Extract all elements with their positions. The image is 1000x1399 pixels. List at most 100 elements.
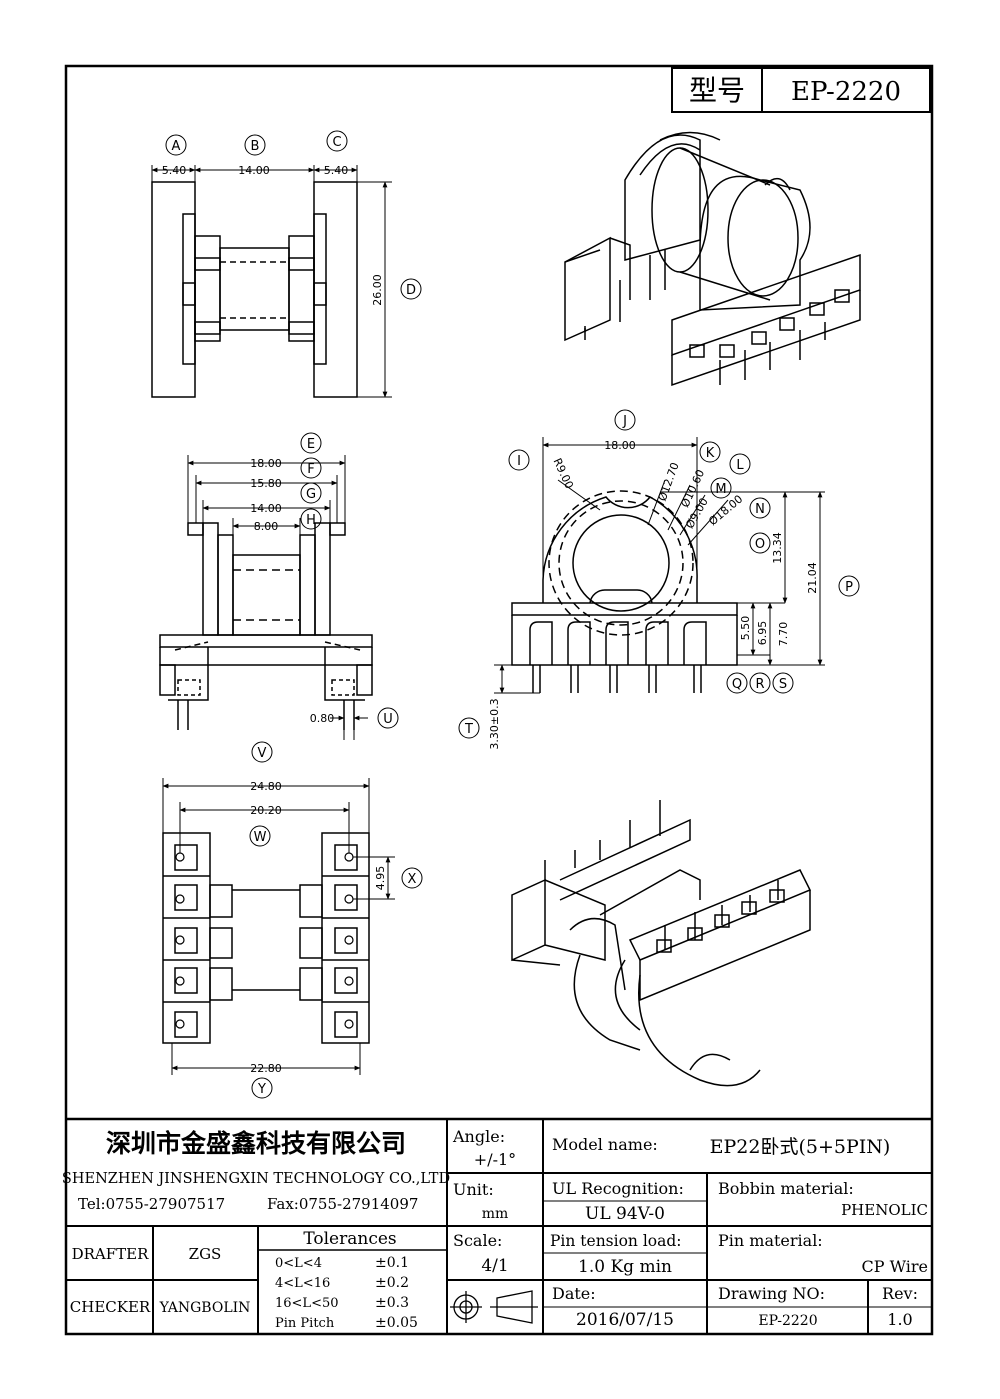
tolerance-value-3: ±0.3: [375, 1295, 409, 1311]
dim-b: 14.00: [238, 164, 270, 177]
tolerance-value-4: ±0.05: [375, 1315, 418, 1331]
callout-u: U: [377, 707, 399, 729]
dim-q: 5.50: [739, 616, 752, 641]
dim-u: 0.80: [310, 712, 335, 725]
dim-k: Ø12.70: [656, 461, 682, 503]
tolerance-value-2: ±0.2: [375, 1275, 409, 1291]
scale-value: 4/1: [481, 1256, 508, 1276]
svg-text:C: C: [332, 135, 341, 150]
date-label: Date:: [552, 1284, 596, 1303]
svg-text:P: P: [845, 580, 853, 595]
callout-c: C: [326, 130, 348, 152]
bobbin-material-value: PHENOLIC: [841, 1201, 928, 1219]
isometric-view-bottom: [511, 800, 812, 1087]
svg-text:X: X: [408, 872, 417, 887]
svg-text:N: N: [755, 502, 765, 517]
svg-text:R: R: [755, 677, 764, 692]
front-view-middle-left: [159, 522, 373, 730]
callout-t: T: [458, 717, 480, 739]
dim-n: Ø18.00: [706, 492, 745, 528]
svg-text:O: O: [755, 537, 765, 552]
callout-x: X: [401, 867, 423, 889]
dim-o: 13.34: [771, 532, 784, 564]
rev-label: Rev:: [882, 1284, 918, 1303]
svg-text:S: S: [779, 677, 787, 692]
callout-o: O: [749, 532, 771, 554]
dim-i-radius: R9.00: [550, 456, 575, 491]
angle-value: +/-1°: [474, 1150, 516, 1169]
sheet-border: [64, 64, 934, 1336]
drafter-label: DRAFTER: [72, 1245, 150, 1263]
model-header-value: EP-2220: [791, 77, 901, 107]
callout-n: N: [749, 497, 771, 519]
dim-f: 15.80: [250, 477, 282, 490]
dim-d: 26.00: [371, 274, 384, 306]
pin-tension-value: 1.0 Kg min: [578, 1257, 672, 1277]
svg-text:B: B: [251, 139, 260, 154]
company-name-en: SHENZHEN JINSHENGXIN TECHNOLOGY CO.,LTD: [62, 1171, 450, 1187]
callout-d: D: [400, 278, 422, 300]
front-view-dimensions: [187, 455, 368, 740]
dim-r: 6.95: [756, 621, 769, 646]
callout-w: W: [249, 825, 271, 847]
callout-e: E: [300, 432, 322, 454]
scale-label: Scale:: [453, 1231, 502, 1250]
callout-j: J: [614, 409, 636, 431]
callout-l: L: [729, 453, 751, 475]
unit-value: mm: [482, 1206, 509, 1222]
svg-text:U: U: [383, 712, 393, 727]
isometric-view-top: [564, 131, 861, 387]
end-view-dimensions: [494, 437, 825, 694]
svg-text:E: E: [307, 437, 315, 452]
svg-text:T: T: [464, 722, 473, 737]
side-view-top-left: [151, 181, 358, 398]
bottom-view-bottom-left: [162, 832, 370, 1044]
svg-text:M: M: [715, 482, 726, 497]
svg-text:A: A: [172, 139, 181, 154]
callout-i: I: [508, 449, 530, 471]
model-name-label: Model name:: [552, 1135, 658, 1154]
callout-b: B: [244, 134, 266, 156]
svg-text:Q: Q: [732, 677, 742, 692]
bottom-view-dimensions: [162, 778, 395, 1075]
dim-g: 14.00: [250, 502, 282, 515]
svg-text:Y: Y: [257, 1082, 266, 1097]
callout-k: K: [699, 441, 721, 463]
callout-p: P: [838, 575, 860, 597]
model-name-value: EP22卧式(5+5PIN): [710, 1136, 891, 1158]
company-fax: Fax:0755-27914097: [267, 1195, 418, 1213]
unit-label: Unit:: [453, 1180, 494, 1199]
dim-p: 21.04: [806, 562, 819, 594]
dim-c: 5.40: [324, 164, 349, 177]
title-block: [66, 1117, 932, 1334]
bobbin-material-label: Bobbin material:: [718, 1179, 854, 1198]
svg-text:G: G: [306, 487, 316, 502]
end-view-middle-right: [511, 490, 738, 693]
ul-recognition-value: UL 94V-0: [585, 1204, 665, 1224]
svg-text:H: H: [306, 513, 316, 528]
svg-text:F: F: [307, 462, 314, 477]
projection-symbol: [450, 1290, 538, 1324]
drawing-no-label: Drawing NO:: [718, 1284, 825, 1303]
dim-t: 3.30±0.3: [488, 698, 501, 749]
svg-text:W: W: [254, 830, 267, 845]
drafter-value: ZGS: [189, 1245, 222, 1263]
tolerance-range-3: 16<L<50: [275, 1296, 339, 1311]
dim-y: 22.80: [250, 1062, 282, 1075]
company-tel: Tel:0755-27907517: [78, 1195, 225, 1213]
callout-f: F: [300, 457, 322, 479]
svg-text:V: V: [258, 746, 267, 761]
tolerances-label: Tolerances: [303, 1229, 396, 1249]
pin-material-label: Pin material:: [718, 1231, 823, 1250]
callout-q: Q: [726, 672, 748, 694]
callout-a: A: [165, 134, 187, 156]
model-header-box: 型号 EP-2220: [671, 67, 931, 113]
checker-label: CHECKER: [70, 1298, 151, 1316]
callout-y: Y: [251, 1077, 273, 1099]
pin-tension-label: Pin tension load:: [550, 1232, 682, 1250]
dim-x: 4.95: [374, 866, 387, 891]
callout-m: M: [710, 477, 732, 499]
tolerance-value-1: ±0.1: [375, 1255, 409, 1271]
tolerance-range-2: 4<L<16: [275, 1276, 330, 1291]
